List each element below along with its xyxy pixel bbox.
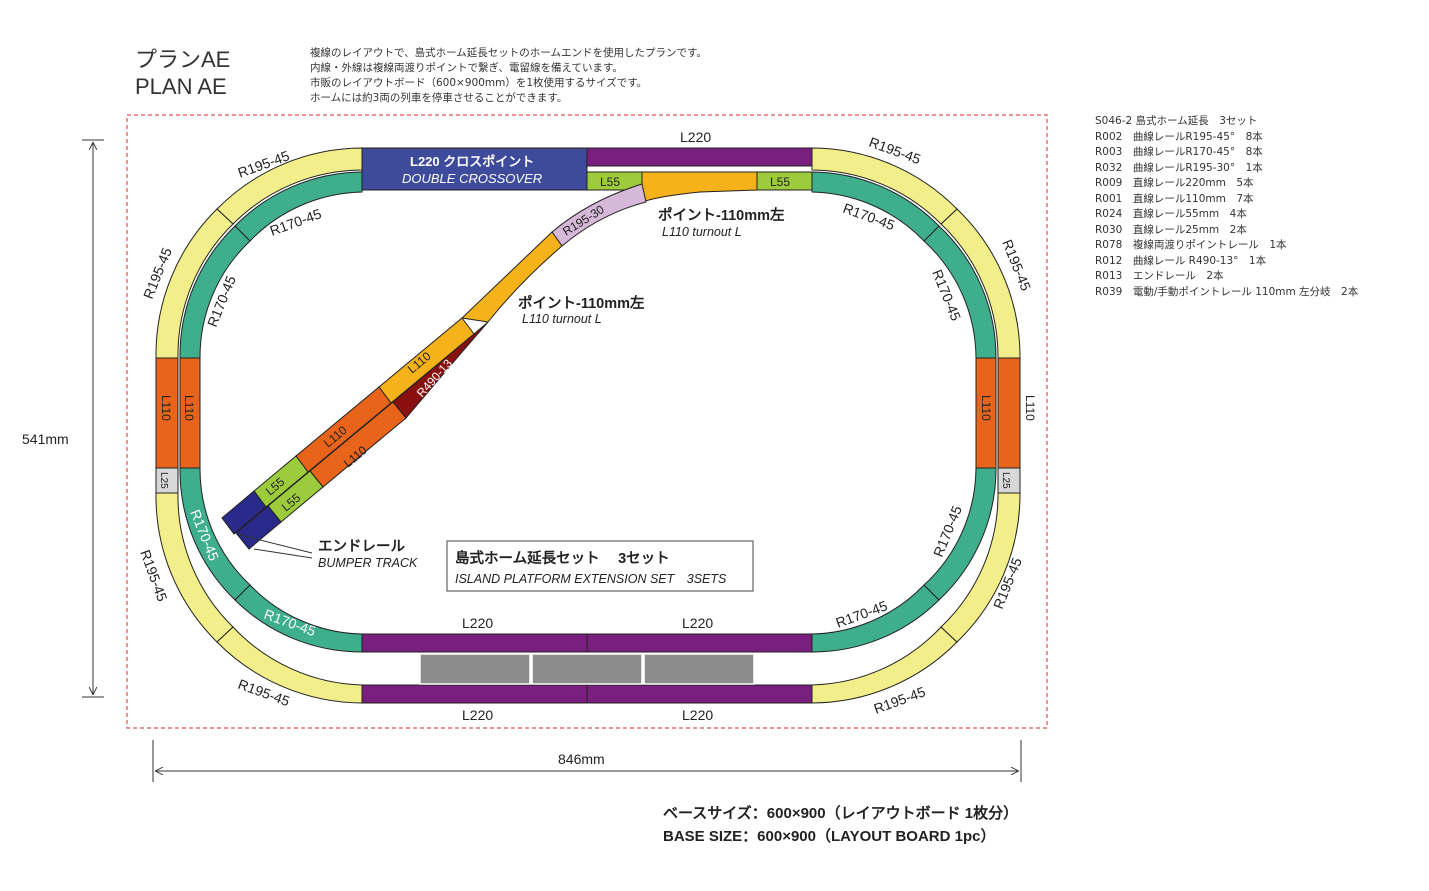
parts-list: S046-2 島式ホーム延長 3セット R002 曲線レールR195-45° 8… bbox=[1095, 114, 1358, 300]
parts-item: R030 直線レール25mm 2本 bbox=[1095, 223, 1247, 236]
description-line: 複線のレイアウトで、島式ホーム延長セットのホームエンドを使用したプランです。 bbox=[310, 47, 707, 59]
track-l110 bbox=[997, 357, 1021, 469]
track-l220 bbox=[586, 633, 813, 653]
parts-item: R032 曲線レールR195-30° 1本 bbox=[1095, 161, 1263, 174]
track-r490-13 bbox=[392, 321, 489, 419]
parts-item: R012 曲線レール R490-13° 1本 bbox=[1095, 254, 1267, 267]
double-crossover bbox=[361, 147, 588, 191]
crossover-label-jp: L220 クロスポイント bbox=[410, 154, 534, 169]
track-label-l220: L220 bbox=[462, 707, 493, 723]
parts-item: R001 直線レール110mm 7本 bbox=[1095, 192, 1254, 205]
plan-description: 複線のレイアウトで、島式ホーム延長セットのホームエンドを使用したプランです。 内… bbox=[310, 46, 707, 106]
platform-label-jp: 島式ホーム延長セット 3セット bbox=[455, 549, 670, 567]
plan-title-jp: プランAE bbox=[135, 47, 231, 72]
track-label-l110: L110 bbox=[159, 395, 173, 421]
parts-item: S046-2 島式ホーム延長 3セット bbox=[1095, 115, 1258, 127]
platform-callout-box bbox=[446, 540, 754, 592]
track-l220 bbox=[361, 633, 588, 653]
bumper-label-jp: エンドレール bbox=[318, 539, 405, 555]
parts-item: R078 複線両渡りポイントレール 1本 bbox=[1095, 239, 1287, 251]
outer-loop bbox=[155, 147, 1021, 704]
track-label-l220: L220 bbox=[682, 615, 713, 631]
plan-title-en: PLAN AE bbox=[135, 74, 227, 99]
base-size-jp: ベースサイズ：600×900（レイアウトボード 1枚分） bbox=[663, 805, 1019, 822]
track-label-l110: L110 bbox=[979, 395, 993, 421]
track-label-l110: L110 bbox=[1023, 395, 1037, 421]
track-label-l220: L220 bbox=[682, 707, 713, 723]
parts-item: R003 曲線レールR170-45° 8本 bbox=[1095, 146, 1263, 158]
turnout-label-en: L110 turnout L bbox=[662, 225, 742, 239]
track-label-l110: L110 bbox=[182, 395, 196, 421]
description-line: ホームには約3両の列車を停車させることができます。 bbox=[310, 92, 568, 104]
track-label-l55: L55 bbox=[770, 175, 790, 189]
layout-board-outline bbox=[126, 114, 1048, 729]
description-line: 市販のレイアウトボード（600×900mm）を1枚使用するサイズです。 bbox=[310, 77, 648, 89]
width-dimension-label: 846mm bbox=[558, 751, 605, 767]
parts-item: R039 電動/手動ポイントレール 110mm 左分岐 2本 bbox=[1095, 285, 1359, 298]
parts-item: R009 直線レール220mm 5本 bbox=[1095, 177, 1254, 189]
turnout-label-jp: ポイント-110mm左 bbox=[658, 206, 785, 224]
island-platform bbox=[419, 653, 755, 685]
bumper-track bbox=[221, 490, 267, 535]
track-l220 bbox=[586, 684, 813, 704]
parts-item: R024 直線レール55mm 4本 bbox=[1095, 208, 1247, 220]
height-dimension-label: 541mm bbox=[22, 431, 69, 447]
track-label-l25: L25 bbox=[1000, 472, 1011, 489]
bumper-track bbox=[235, 505, 282, 550]
track-l220 bbox=[361, 684, 588, 704]
parts-item: R013 エンドレール 2本 bbox=[1095, 270, 1224, 282]
parts-item: R002 曲線レールR195-45° 8本 bbox=[1095, 130, 1263, 143]
track-l220 bbox=[586, 147, 813, 167]
height-dimension: 541mm bbox=[22, 139, 104, 698]
turnout-label-en: L110 turnout L bbox=[522, 312, 602, 326]
track-label-l55: L55 bbox=[600, 175, 620, 189]
track-label-l220: L220 bbox=[680, 129, 711, 145]
track-label-l25: L25 bbox=[158, 472, 169, 489]
width-dimension: 846mm bbox=[152, 740, 1022, 782]
turnout-l110 bbox=[460, 231, 563, 323]
platform-label-en: ISLAND PLATFORM EXTENSION SET 3SETS bbox=[455, 572, 727, 586]
yard-siding bbox=[221, 183, 647, 550]
track-r170-45 bbox=[811, 584, 940, 653]
turnout-label-jp: ポイント-110mm左 bbox=[518, 294, 645, 312]
bumper-label-en: BUMPER TRACK bbox=[318, 556, 418, 570]
inner-loop bbox=[179, 171, 997, 653]
crossover-label-en: DOUBLE CROSSOVER bbox=[402, 171, 542, 186]
track-label-l220: L220 bbox=[462, 615, 493, 631]
base-size-en: BASE SIZE：600×900（LAYOUT BOARD 1pc） bbox=[663, 828, 996, 845]
turnout-l110 bbox=[641, 171, 758, 203]
description-line: 内線・外線は複線両渡りポイントで繋ぎ、電留線を備えています。 bbox=[310, 62, 623, 74]
